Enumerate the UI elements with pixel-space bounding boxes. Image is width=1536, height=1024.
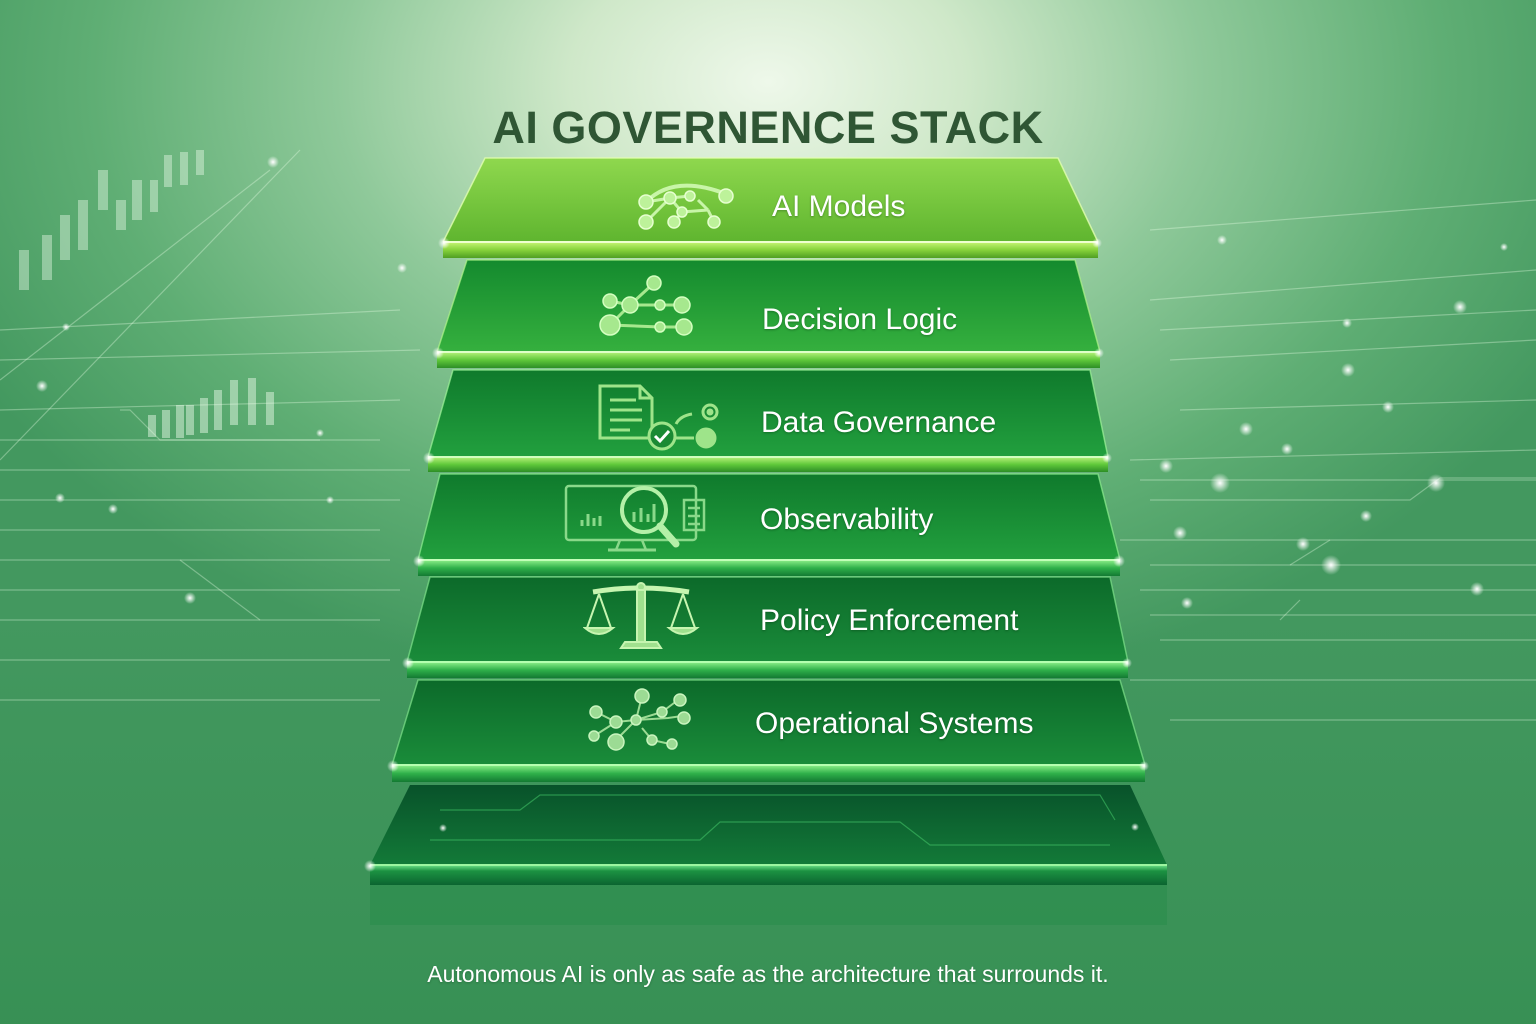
scales-icon — [583, 582, 700, 649]
layer-label-data-governance: Data Governance — [761, 406, 997, 439]
candlestick-chart-left — [19, 150, 204, 290]
layer-label-operational-systems: Operational Systems — [755, 707, 1034, 740]
bar-chart-left — [148, 378, 274, 438]
neural-network-icon — [638, 183, 734, 230]
layer-ai-models — [438, 157, 1102, 258]
decision-tree-icon — [599, 275, 693, 336]
page-title: AI GOVERNENCE STACK — [492, 102, 1044, 154]
layer-observability — [413, 473, 1125, 576]
layer-base — [364, 785, 1167, 885]
network-nodes-icon — [588, 688, 691, 751]
circuit-lines — [0, 149, 1536, 721]
layer-label-decision-logic: Decision Logic — [762, 303, 958, 336]
layer-label-observability: Observability — [760, 503, 934, 536]
layer-policy-enforcement — [402, 576, 1132, 678]
circuit-traces — [430, 794, 1116, 846]
document-check-icon — [598, 384, 719, 451]
layer-data-governance — [423, 369, 1112, 472]
glow-dots — [36, 156, 1508, 609]
tagline: Autonomous AI is only as safe as the arc… — [427, 961, 1109, 987]
layer-label-policy-enforcement: Policy Enforcement — [760, 604, 1019, 637]
layer-label-ai-models: AI Models — [772, 190, 906, 223]
layer-operational-systems — [387, 679, 1149, 782]
monitor-magnifier-icon — [564, 484, 706, 552]
